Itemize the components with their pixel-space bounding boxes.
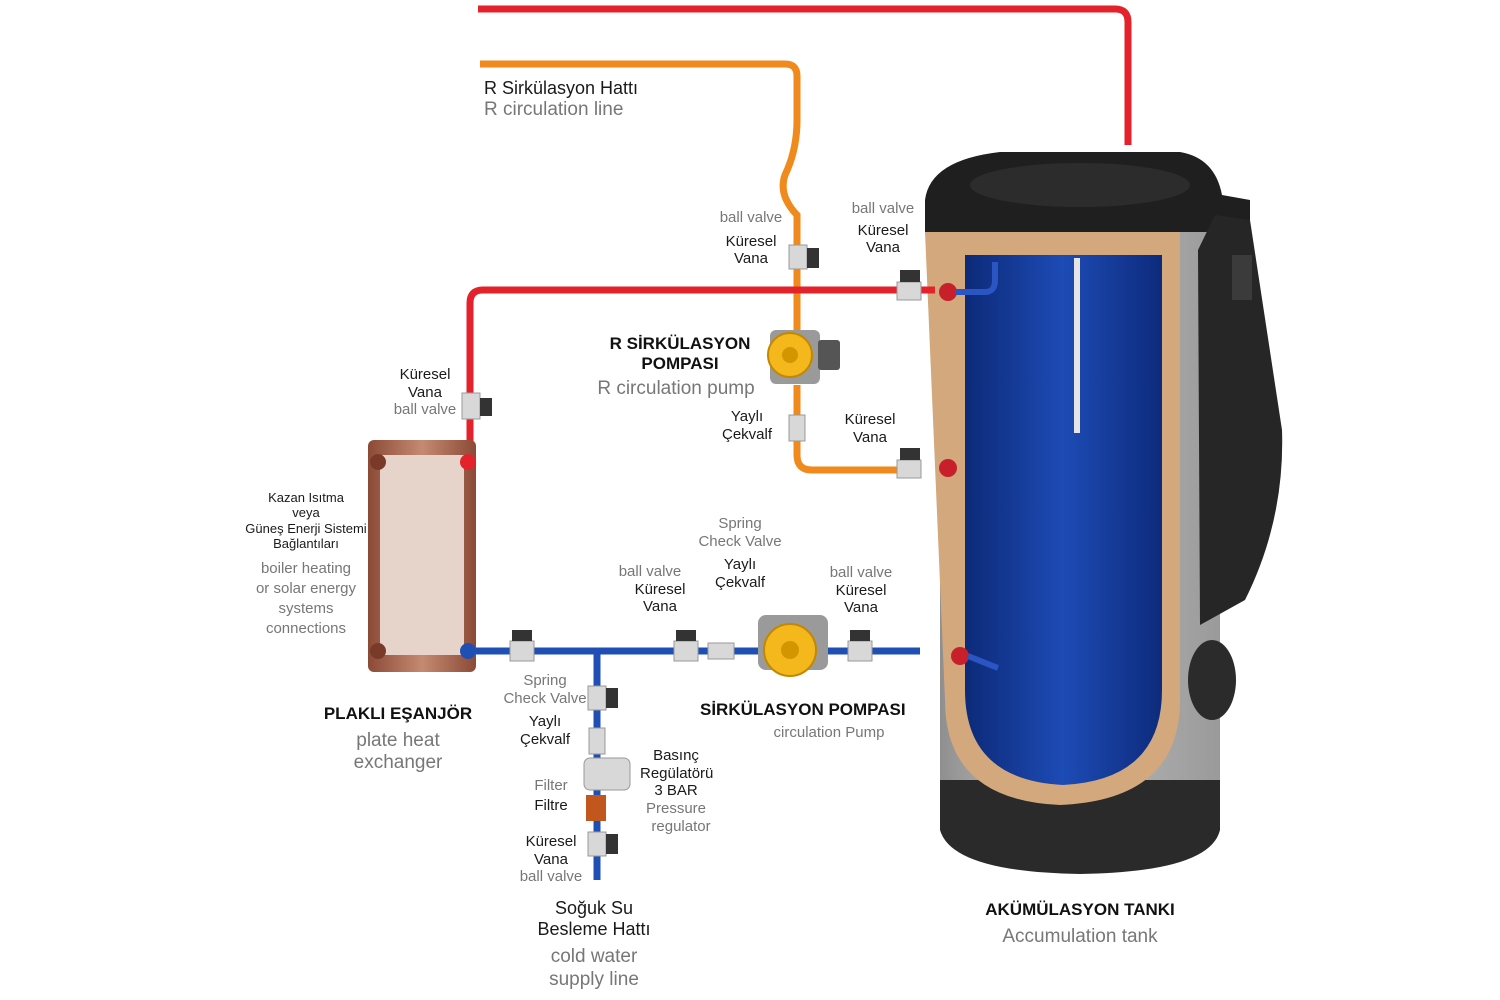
ball-valve-exchanger-label: Küresel Vana ball valve <box>393 366 457 419</box>
ball-valve-cold-1-handle <box>512 630 532 641</box>
filter-label: Filter Filtre <box>534 777 568 814</box>
r-circulation-pump <box>767 330 840 384</box>
ball-valve-tank-label: ball valve Küresel Vana <box>851 200 915 257</box>
ball-valve-cold-2-handle <box>676 630 696 641</box>
ball-valve-top-label: ball valve Küresel Vana <box>719 209 783 268</box>
ball-valve-supply-bottom <box>587 831 607 857</box>
tank-nozzle-top <box>939 283 957 301</box>
plate-exchanger-label: PLAKLI EŞANJÖR plate heat exchanger <box>323 704 473 774</box>
exchanger-port-bl <box>370 643 386 659</box>
circulation-pipe-lower <box>793 385 915 474</box>
tank-display <box>1232 255 1252 300</box>
ball-valve-supply-bottom-handle <box>606 834 618 854</box>
spring-check-valve-r <box>788 414 806 442</box>
r-pump-en-label: R circulation pump <box>597 378 755 399</box>
filter <box>586 795 606 821</box>
circulation-pump-label: SİRKÜLASYON POMPASI <box>700 700 906 719</box>
ball-valve-cold-3 <box>847 640 873 662</box>
tank-nozzle-mid <box>939 459 957 477</box>
ball-valve-tank-mid <box>896 459 922 479</box>
ball-valve-tank-top <box>896 281 922 301</box>
ball-valve-tank-top-handle <box>900 270 920 282</box>
accumulation-tank <box>925 152 1283 874</box>
ball-valve-cold-3-label: ball valve Küresel Vana <box>829 564 893 617</box>
valve-shapes <box>461 244 922 857</box>
spring-check-valve-supply <box>588 727 606 755</box>
r-check-valve-label: Yaylı Çekvalf <box>721 408 773 443</box>
pressure-regulator-label: Basınç Regülatörü 3 BAR Pressure regulat… <box>640 747 714 835</box>
ball-valve-exchanger <box>461 392 481 420</box>
exchanger-port-br <box>460 643 476 659</box>
r-pump-label: R SİRKÜLASYON POMPASI <box>609 334 751 374</box>
plate-heat-exchanger <box>368 440 476 672</box>
ball-valve-exchanger-handle <box>480 398 492 416</box>
tank-bottom-ring <box>940 780 1220 874</box>
ball-valve-supply-bottom-label: Küresel Vana ball valve <box>519 833 583 886</box>
tank-nozzle-low <box>951 647 969 665</box>
tank-inner-pipe-low <box>966 653 1000 671</box>
exchanger-plate-face <box>380 455 464 655</box>
tank-controller <box>1198 215 1283 625</box>
boiler-connections-label: Kazan Isıtma veya Güneş Enerji Sistemi B… <box>245 490 367 637</box>
tank-inner <box>965 255 1162 785</box>
ball-valve-cold-1 <box>509 640 535 662</box>
spring-check-valve-supply-label: Spring Check Valve Yaylı Çekvalf <box>503 672 587 749</box>
ball-valve-top <box>788 244 808 270</box>
r-pump-motor <box>818 340 840 370</box>
exchanger-port-tl <box>370 454 386 470</box>
cold-water-supply-label: Soğuk Su Besleme Hattı cold water supply… <box>537 898 651 990</box>
exchanger-port-tr <box>460 454 476 470</box>
ball-valve-cold-3-handle <box>850 630 870 641</box>
tank-lid-top <box>970 163 1190 207</box>
accumulation-tank-label: AKÜMÜLASYON TANKI Accumulation tank <box>985 900 1175 948</box>
ball-valve-cold-2 <box>673 640 699 662</box>
tank-sensor-rod <box>1074 258 1080 433</box>
ball-valve-top-handle <box>807 248 819 268</box>
circulation-pump-en-label: circulation Pump <box>773 724 885 741</box>
ball-valve-rlow-label: Küresel Vana <box>844 411 896 446</box>
ball-valve-supply-top-handle <box>606 688 618 708</box>
pressure-regulator <box>583 757 631 791</box>
ball-valve-tank-mid-handle <box>900 448 920 460</box>
hot-pipe-exchanger <box>466 286 935 462</box>
circulation-pump <box>758 615 828 677</box>
ball-valve-supply-top <box>587 685 607 711</box>
ball-valve-cold-2-label: ball valve Küresel Vana <box>618 563 686 616</box>
tank-inner-pipe-top <box>955 262 998 295</box>
pump-center <box>781 641 799 659</box>
r-pump-center <box>782 347 798 363</box>
r-line-label: R Sirkülasyon Hattı R circulation line <box>484 78 639 121</box>
circulation-pipe <box>480 60 801 330</box>
hot-pipe-top <box>478 5 1132 145</box>
spring-check-valve-main <box>707 642 735 660</box>
tank-flange <box>1188 640 1236 720</box>
spring-check-valve-main-label: Spring Check Valve Yaylı Çekvalf <box>698 515 782 592</box>
